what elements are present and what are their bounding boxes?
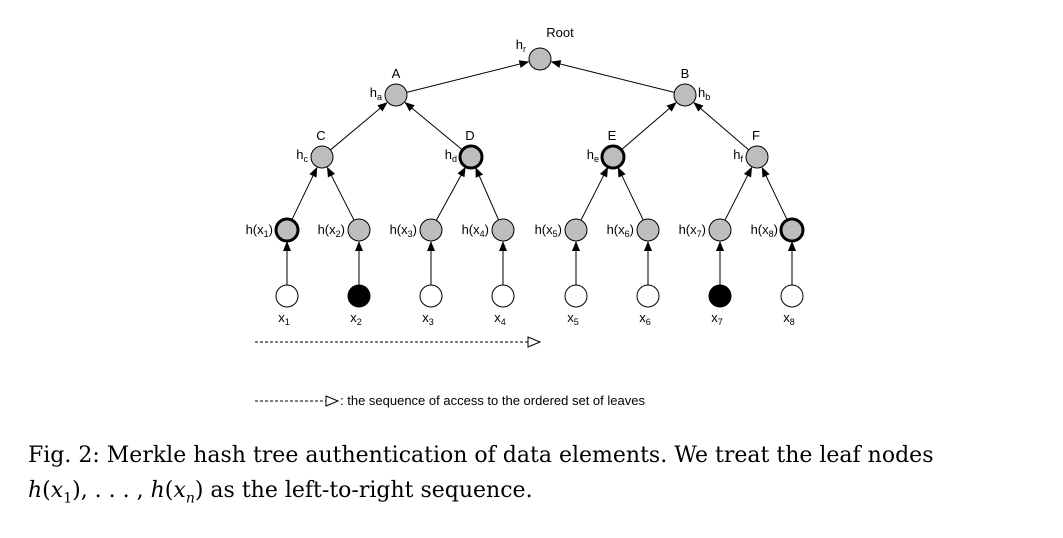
leaf-hash-label-2: h(x2) (318, 222, 345, 239)
caption-xn: x (173, 478, 186, 503)
data-element-node-4 (491, 284, 515, 308)
leaf-hash-node-6 (636, 218, 660, 242)
edge-leaf-3 (435, 166, 466, 221)
hash-label-d: hd (445, 147, 457, 164)
tree-nodes (274, 47, 805, 308)
node-label-e: E (608, 128, 617, 143)
node-d (458, 144, 484, 170)
tree-edges (283, 60, 796, 285)
leaf-hash-label-1: h(x1) (246, 222, 273, 239)
hash-label-e: he (587, 147, 599, 164)
data-element-label-4: x4 (494, 310, 506, 327)
caption-h2: h (150, 478, 165, 503)
edge-leaf-5 (580, 166, 609, 221)
caption-tail: ) as the left-to-right sequence. (194, 478, 533, 503)
root-label: Root (546, 25, 574, 40)
data-element-node-8 (780, 284, 804, 308)
edge-leaf-1 (291, 166, 318, 221)
caption-line-2: h(x1), . . . , h(xn) as the left-to-righ… (28, 478, 533, 507)
data-element-node-2 (347, 284, 371, 308)
data-element-node-5 (564, 284, 588, 308)
node-label-c: C (316, 128, 325, 143)
edge-b-root (550, 60, 675, 93)
figure-caption: Fig. 2: Merkle hash tree authentication … (28, 438, 1038, 516)
legend-text: : the sequence of access to the ordered … (340, 393, 645, 408)
leaf-hash-label-6: h(x6) (607, 222, 634, 239)
edge-f-b (693, 102, 749, 151)
edge-d-a (404, 102, 463, 151)
edge-leaf-7 (724, 166, 753, 221)
leaf-hash-label-8: h(x8) (751, 222, 778, 239)
leaf-hash-node-4 (491, 218, 515, 242)
leaf-hash-label-3: h(x3) (390, 222, 417, 239)
node-label-f: F (752, 128, 760, 143)
edge-e-b (621, 102, 677, 151)
edge-a-root (406, 60, 530, 93)
hash-label-a: ha (370, 85, 382, 102)
node-a (384, 83, 408, 107)
data-element-label-7: x7 (711, 310, 723, 327)
edge-leaf-6 (617, 166, 644, 221)
node-c (310, 145, 334, 169)
node-f (745, 145, 769, 169)
edge-leaf-8 (761, 166, 788, 221)
caption-line-1: Fig. 2: Merkle hash tree authentication … (28, 443, 934, 468)
hash-label-c: hc (296, 147, 308, 164)
data-element-label-6: x6 (639, 310, 651, 327)
edge-leaf-4 (475, 167, 500, 221)
caption-mid: ), . . . , (72, 478, 151, 503)
leaf-hash-label-7: h(x7) (679, 222, 706, 239)
leaf-hash-node-2 (347, 218, 371, 242)
data-element-node-1 (275, 284, 299, 308)
hash-label-b: hb (698, 85, 710, 102)
root-node (528, 47, 552, 71)
edge-leaf-2 (326, 166, 355, 221)
node-e (600, 144, 626, 170)
data-element-node-3 (419, 284, 443, 308)
caption-subn: n (185, 490, 195, 507)
data-element-node-6 (636, 284, 660, 308)
data-element-label-1: x1 (278, 310, 290, 327)
leaf-hash-node-5 (564, 218, 588, 242)
legend: : the sequence of access to the ordered … (255, 393, 645, 408)
node-b (673, 83, 697, 107)
leaf-hash-node-7 (708, 218, 732, 242)
data-element-label-3: x3 (422, 310, 434, 327)
data-element-label-2: x2 (350, 310, 362, 327)
data-element-label-8: x8 (783, 310, 795, 327)
hash-label-f: hf (733, 147, 743, 164)
leaf-hash-node-1 (274, 217, 300, 243)
data-element-node-7 (708, 284, 732, 308)
node-label-d: D (465, 128, 474, 143)
data-element-label-5: x5 (567, 310, 579, 327)
leaf-hash-label-4: h(x4) (462, 222, 489, 239)
node-label-a: A (392, 66, 401, 81)
leaf-hash-node-3 (419, 218, 443, 242)
root-hash-label: hr (516, 37, 526, 54)
edge-c-a (330, 102, 388, 151)
node-label-b: B (681, 66, 690, 81)
leaf-hash-label-5: h(x5) (535, 222, 562, 239)
caption-x1: x (50, 478, 64, 503)
caption-sub1: 1 (63, 490, 73, 507)
leaf-hash-node-8 (779, 217, 805, 243)
caption-h1: h (28, 478, 43, 503)
